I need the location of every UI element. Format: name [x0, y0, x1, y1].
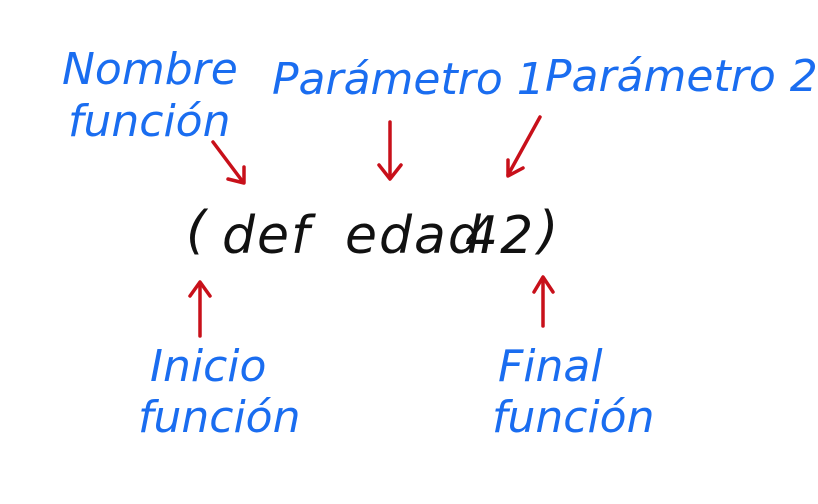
label-inicio-funcion-line2: función	[138, 392, 301, 443]
arrow-parametro-1	[377, 120, 403, 181]
arrow-nombre-funcion	[211, 140, 246, 185]
label-nombre-funcion-line1: Nombre	[62, 44, 238, 95]
code-keyword-def: def	[222, 206, 312, 266]
code-name-edad: edad	[345, 206, 483, 266]
label-final-funcion-line1: Final	[498, 341, 603, 392]
arrow-inicio-funcion	[188, 280, 212, 338]
arrow-final-funcion	[532, 275, 555, 328]
code-close-paren: )	[538, 201, 561, 261]
diagram-canvas: Nombre función Parámetro 1 Parámetro 2 I…	[62, 44, 818, 443]
label-parametro-2: Parámetro 2	[545, 51, 818, 102]
arrow-parametro-2	[506, 115, 542, 178]
label-parametro-1: Parámetro 1	[272, 54, 545, 105]
label-inicio-funcion-line1: Inicio	[150, 341, 267, 392]
code-value-42: 42	[465, 206, 536, 266]
code-open-paren: (	[186, 201, 209, 261]
label-final-funcion-line2: función	[492, 392, 655, 443]
arrows-layer	[188, 115, 555, 338]
label-nombre-funcion-line2: función	[68, 96, 231, 147]
